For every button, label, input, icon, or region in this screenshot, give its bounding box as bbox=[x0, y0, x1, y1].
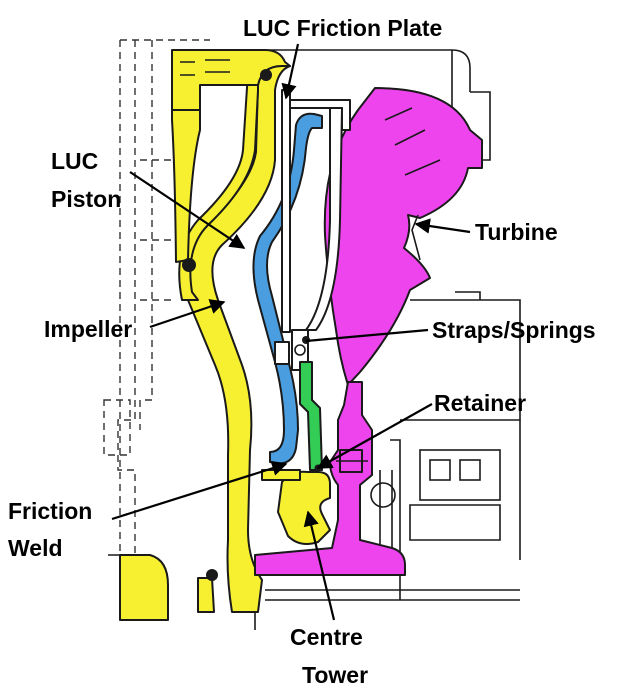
leader-luc-piston bbox=[129, 171, 246, 249]
leader-friction-plate bbox=[281, 43, 300, 100]
leader-turbine bbox=[414, 218, 471, 234]
leader-impeller bbox=[149, 299, 226, 329]
leader-retainer bbox=[316, 403, 433, 469]
label-luc-piston-line2: Piston bbox=[51, 186, 121, 212]
label-straps-springs: Straps/Springs bbox=[432, 317, 596, 343]
turbine-shell bbox=[254, 87, 483, 576]
label-centre-tower-line2: Tower bbox=[302, 662, 368, 688]
luc-piston bbox=[252, 112, 323, 465]
label-luc-friction-plate: LUC Friction Plate bbox=[243, 15, 442, 41]
leader-lines bbox=[111, 43, 471, 621]
leader-straps-springs bbox=[305, 328, 429, 343]
label-friction-weld-line1: Friction bbox=[8, 498, 92, 524]
label-impeller: Impeller bbox=[44, 316, 132, 342]
label-turbine: Turbine bbox=[475, 219, 558, 245]
leader-friction-weld bbox=[111, 460, 288, 521]
labels: LUC Friction Plate LUC Piston Turbine Im… bbox=[8, 15, 596, 688]
label-retainer: Retainer bbox=[434, 390, 526, 416]
label-luc-piston-line1: LUC bbox=[51, 148, 98, 174]
leader-centre-tower bbox=[303, 510, 336, 621]
label-centre-tower-line1: Centre bbox=[290, 624, 363, 650]
label-friction-weld-line2: Weld bbox=[8, 535, 63, 561]
